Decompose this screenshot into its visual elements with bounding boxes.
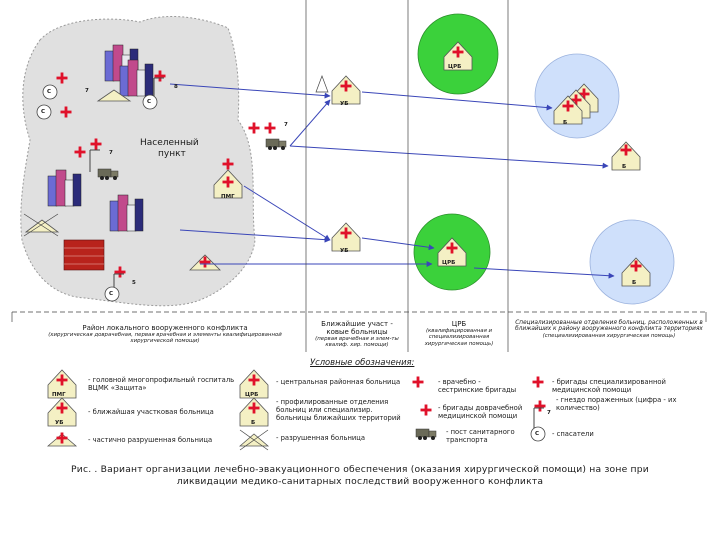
wounded-count: 7: [109, 150, 113, 156]
rescuers-icon: [142, 94, 158, 110]
ub-marker-bottom: [331, 222, 361, 252]
legend-pmg-text: - головной многопрофильный госпиталь ВЦМ…: [88, 376, 235, 393]
wounded-count: 8: [174, 84, 178, 90]
rescuers-label: С: [147, 99, 152, 105]
legend-wounded-icon: [533, 400, 546, 431]
b-label-stack: Б: [563, 120, 568, 126]
legend-rescuers-text: - спасатели: [552, 430, 594, 438]
ub-label-top: УБ: [340, 101, 349, 107]
legend-rescuers-icon: [530, 426, 546, 442]
section-crb: ЦРБ (квалифицированная и специализирован…: [424, 320, 494, 347]
rescuers-icon: [104, 286, 120, 302]
wounded-count: 7: [85, 88, 89, 94]
legend-partial-icon: [46, 432, 78, 447]
legend-premed-icon: [420, 404, 432, 416]
legend-ub-code: УБ: [55, 420, 64, 426]
legend-title: Условные обозначения:: [310, 357, 415, 367]
pmg-label: ПМГ: [221, 194, 235, 200]
legend-truck-icon: [415, 428, 437, 441]
legend-7-code: 7: [547, 410, 551, 416]
ub-label-bottom: УБ: [340, 248, 349, 254]
rescuers-icon: [42, 84, 58, 100]
rescuers-label: С: [41, 109, 46, 115]
wounded-count: 5: [132, 280, 136, 286]
legend-pmg-code: ПМГ: [52, 392, 66, 398]
rescuers-label: С: [47, 89, 52, 95]
legend-nurse-icon: [412, 376, 424, 388]
b-label-bottom: Б: [632, 280, 637, 286]
legend-s-code: С: [535, 431, 540, 437]
conflict-area: [20, 15, 256, 307]
ambulance-truck-icon: [265, 138, 287, 151]
rescuers-label: С: [109, 291, 114, 297]
legend-nurse-text: - врачебно - сестринские бригады: [438, 378, 517, 395]
legend-crb-text: - центральная районная больница: [276, 378, 401, 386]
partial-hospital-marker: [96, 89, 132, 102]
legend-wounded-text: - гнездо пораженных (цифра - их количест…: [556, 396, 677, 413]
ub-marker-top: [331, 75, 361, 105]
legend-destroyed-text: - разрушенная больница: [276, 434, 366, 442]
legend-special-icon: [532, 376, 544, 388]
figure-caption: Рис. . Вариант организации лечебно-эваку…: [71, 464, 649, 487]
section-specialized: Специализированные отделения больниц, ра…: [515, 320, 703, 339]
section-conflict: Район локального вооруженного конфликта …: [48, 324, 282, 345]
ruined-building-icon: [63, 239, 105, 271]
crb-label-bottom: ЦРБ: [442, 260, 456, 266]
legend-b-text: - профилированные отделения больниц или …: [276, 398, 401, 423]
crb-label-top: ЦРБ: [448, 64, 462, 70]
legend-special-text: - бригады специализированной медицинской…: [552, 378, 666, 395]
evacuation-arrows: [169, 83, 615, 279]
legend-destroyed-icon: [238, 429, 270, 451]
legend-crb-code: ЦРБ: [245, 392, 259, 398]
section-ub: Ближайшие участ - ковые больницы (первая…: [315, 320, 399, 349]
legend-ub-text: - ближайшая участковая больница: [88, 408, 214, 416]
legend-post-text: - пост санитарного транспорта: [446, 428, 515, 445]
legend-partial-text: - частично разрушенная больница: [88, 436, 213, 444]
rescuers-icon: [36, 104, 52, 120]
wounded-count: 7: [284, 122, 288, 128]
legend-b-code: Б: [251, 420, 256, 426]
legend-premed-text: - бригады доврачебной медицинской помощи: [438, 404, 523, 421]
settlement-label: Населенный пункт: [140, 138, 199, 159]
b-label-middle: Б: [622, 164, 627, 170]
